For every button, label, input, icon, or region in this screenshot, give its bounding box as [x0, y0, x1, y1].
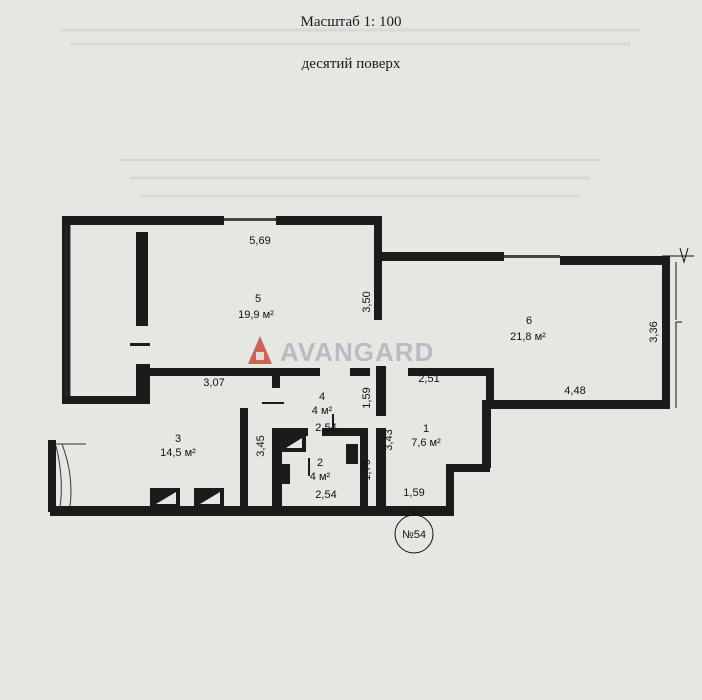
- dim-2-54-bottom: 2,54: [315, 489, 336, 501]
- dimension-labels: 5,69 3,50 3,36 3,07 2,51 4,48 1,59 2,54 …: [203, 235, 660, 501]
- dim-1-59-vertical: 1,59: [361, 387, 373, 408]
- room-2-number: 2: [317, 457, 323, 469]
- room-5-number: 5: [255, 293, 261, 305]
- dim-1-76: 1,76: [361, 459, 373, 480]
- room-5-area: 19,9 м²: [238, 309, 274, 321]
- room-6-area: 21,8 м²: [510, 331, 546, 343]
- watermark-text: AVANGARD: [280, 337, 434, 367]
- room-6-number: 6: [526, 315, 532, 327]
- vent-shafts: [150, 434, 358, 508]
- dimension-lines: [413, 247, 694, 514]
- apartment-number: №54: [402, 529, 426, 541]
- watermark-logo-icon: [248, 336, 272, 364]
- dim-2-54-top: 2,54: [315, 422, 336, 434]
- room-2-area: 4 м²: [310, 471, 331, 483]
- room-4-number: 4: [319, 391, 325, 403]
- dim-4-48: 4,48: [564, 385, 585, 397]
- room-labels: 5 19,9 м² 6 21,8 м² 4 4 м² 1 7,6 м² 3 14…: [160, 293, 546, 483]
- dim-3-07: 3,07: [203, 377, 224, 389]
- left-windows: [55, 225, 86, 509]
- scale-label: Масштаб 1: 100: [300, 14, 402, 30]
- room-3-number: 3: [175, 433, 181, 445]
- room-1-number: 1: [423, 423, 429, 435]
- dim-2-51: 2,51: [418, 373, 439, 385]
- door-marks: [262, 402, 334, 476]
- background-texture: [60, 28, 640, 198]
- room-4-area: 4 м²: [312, 405, 333, 417]
- dim-5-69: 5,69: [249, 235, 270, 247]
- watermark: AVANGARD: [248, 336, 434, 367]
- dim-3-36: 3,36: [648, 321, 660, 342]
- floor-label: десятий поверх: [301, 56, 401, 72]
- room-3-area: 14,5 м²: [160, 447, 196, 459]
- dim-3-43: 3,43: [383, 429, 395, 450]
- room-1-area: 7,6 м²: [411, 437, 441, 449]
- dim-1-59-bottom: 1,59: [403, 487, 424, 499]
- dim-3-45: 3,45: [255, 435, 267, 456]
- apartment-badge: №54: [394, 514, 434, 554]
- dim-3-50: 3,50: [361, 291, 373, 312]
